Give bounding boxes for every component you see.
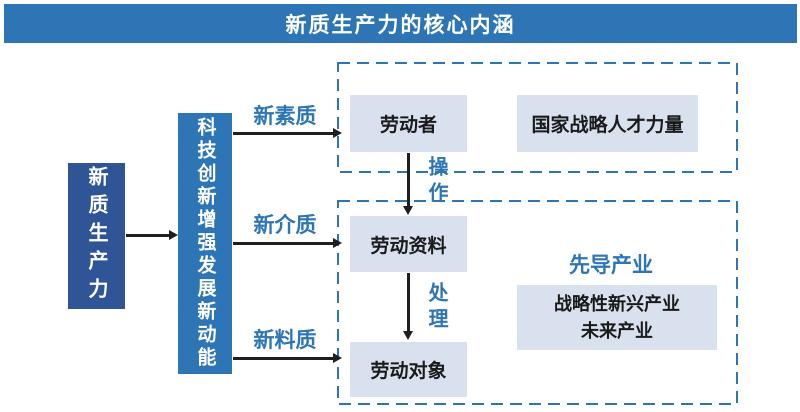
national-talent-box: 国家战略人才力量	[517, 95, 698, 152]
arrow-process	[407, 273, 410, 331]
branch-label-new-quality: 新素质	[253, 105, 317, 128]
title-bar: 新质生产力的核心内涵	[4, 4, 797, 43]
national-talent-label: 国家战略人才力量	[531, 115, 684, 136]
worker-label: 劳动者	[379, 115, 437, 136]
arrow-operate	[407, 153, 410, 206]
strategic-industries-line1: 战略性新兴产业	[554, 293, 680, 314]
innovation-driver-label: 科技创新增强发展新动能	[194, 117, 216, 370]
innovation-driver-box: 科技创新增强发展新动能	[178, 113, 232, 374]
labor-materials-box: 劳动资料	[350, 216, 467, 272]
arrow-new-medium	[233, 242, 333, 245]
arrow-new-quality	[233, 132, 333, 135]
operate-label: 操作	[425, 156, 447, 208]
process-label: 处理	[425, 282, 447, 334]
labor-objects-label: 劳动对象	[370, 361, 447, 382]
new-productivity-box: 新质生产力	[68, 163, 125, 309]
arrow-source-to-driver	[126, 234, 169, 237]
labor-objects-box: 劳动对象	[350, 342, 467, 397]
branch-label-new-material: 新料质	[253, 329, 317, 352]
labor-materials-label: 劳动资料	[370, 235, 447, 257]
leading-industry-title: 先导产业	[569, 254, 653, 277]
worker-box: 劳动者	[350, 95, 467, 152]
strategic-industries-box: 战略性新兴产业 未来产业	[517, 285, 717, 350]
strategic-industries-line2: 未来产业	[581, 320, 653, 341]
page-title: 新质生产力的核心内涵	[285, 13, 516, 37]
branch-label-new-medium: 新介质	[253, 214, 317, 237]
arrow-new-material	[233, 357, 333, 360]
new-productivity-label: 新质生产力	[85, 166, 107, 306]
